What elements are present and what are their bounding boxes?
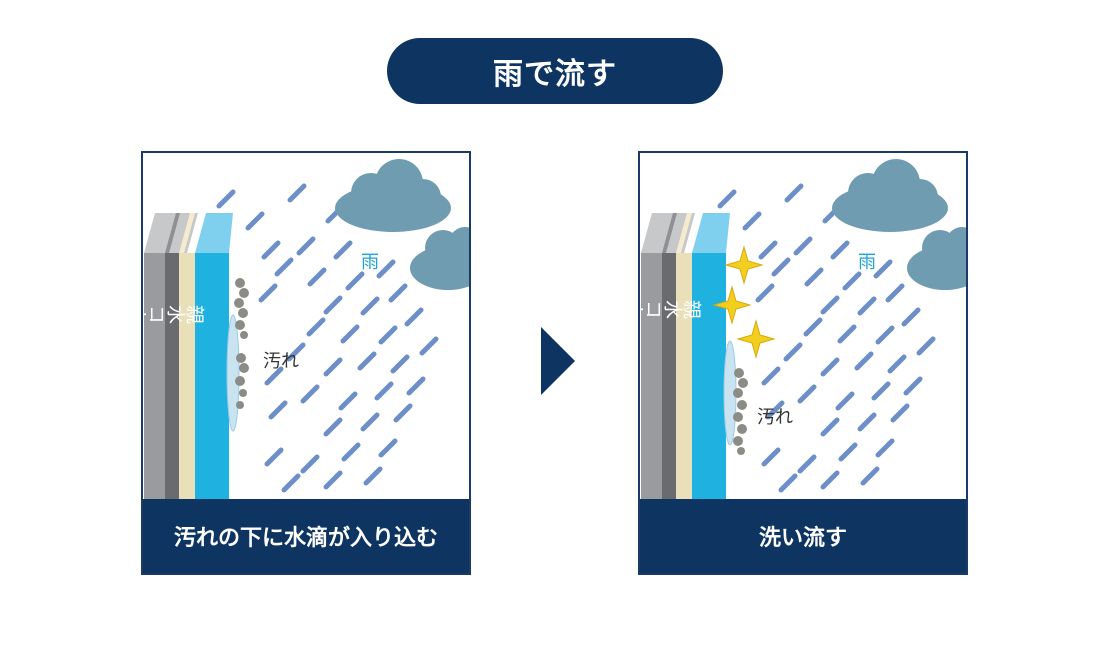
dirt-label: 汚れ <box>757 407 793 428</box>
rain-label: 雨 <box>858 252 876 273</box>
cloud-icon <box>832 159 966 290</box>
dirt-label: 汚れ <box>263 351 299 372</box>
sparkle-icon <box>712 245 776 359</box>
title-text: 雨で流す <box>493 57 617 92</box>
caption-after: 洗い流す <box>640 499 966 573</box>
caption-before: 汚れの下に水滴が入り込む <box>143 499 469 573</box>
rain-streaks <box>717 183 936 493</box>
wall-layers <box>144 213 240 503</box>
wall-illustration-after: 親水コート 汚れ 雨 <box>640 159 966 503</box>
panel-after: 親水コート 汚れ 雨 洗い流す <box>638 151 968 575</box>
caption-after-text: 洗い流す <box>758 526 847 551</box>
rain-streaks <box>216 183 439 493</box>
coat-label: 親水コート <box>640 297 702 319</box>
dirt-clumps <box>234 278 249 409</box>
panel-before: 親水コート 汚れ 雨 汚れの下に水滴が入り込む <box>141 151 471 575</box>
wall-layers <box>641 213 737 503</box>
rain-label: 雨 <box>361 252 379 273</box>
wall-illustration-before: 親水コート 汚れ 雨 <box>143 159 469 503</box>
cloud-icon <box>335 159 469 290</box>
dirt-clumps <box>733 368 748 455</box>
coat-label: 親水コート <box>143 302 205 324</box>
caption-before-text: 汚れの下に水滴が入り込む <box>173 526 438 551</box>
arrow-right-icon <box>541 327 575 395</box>
title-banner: 雨で流す <box>387 38 723 104</box>
